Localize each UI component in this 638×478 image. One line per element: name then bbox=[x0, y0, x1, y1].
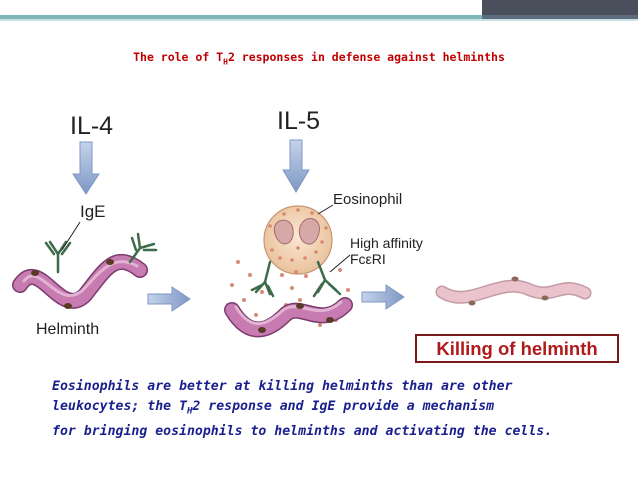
caption-line-3: for bringing eosinophils to helminths an… bbox=[52, 423, 553, 439]
eosinophil-cell bbox=[263, 205, 333, 275]
il5-label: IL-5 bbox=[277, 107, 321, 135]
eosinophil-pointer-line bbox=[317, 204, 334, 215]
caption: Eosinophils are better at killing helmin… bbox=[52, 377, 612, 442]
right-arrow-1 bbox=[147, 286, 191, 312]
il4-label: IL-4 bbox=[70, 112, 114, 140]
slide-title: The role of TH2 responses in defense aga… bbox=[133, 50, 505, 67]
receptor-label: FcεRI bbox=[350, 251, 386, 267]
header-bar bbox=[0, 0, 638, 21]
dead-helminth bbox=[435, 276, 592, 306]
caption-line-1: Eosinophils are better at killing helmin… bbox=[52, 379, 513, 394]
il4-down-arrow bbox=[72, 141, 100, 195]
killing-of-helminth-box: Killing of helminth bbox=[415, 334, 619, 363]
ige-antibody-1 bbox=[44, 240, 72, 274]
receptor-pointer-line bbox=[329, 254, 351, 273]
il5-down-arrow bbox=[282, 139, 310, 193]
ige-antibody-2 bbox=[128, 232, 158, 264]
helminth-label: Helminth bbox=[36, 321, 100, 338]
helminth-worm-2 bbox=[224, 297, 353, 338]
ige-bridge-right bbox=[312, 260, 342, 298]
right-arrow-2 bbox=[361, 284, 405, 310]
caption-line-2: leukocytes; the TH2 response and IgE pro… bbox=[52, 399, 495, 417]
eosinophil-label: Eosinophil bbox=[333, 191, 403, 208]
ige-pointer-line bbox=[61, 221, 81, 251]
ige-bridge-left bbox=[250, 260, 275, 298]
ige-label: IgE bbox=[80, 202, 106, 221]
helminth-worm-1 bbox=[12, 253, 148, 309]
high-affinity-label: High affinity bbox=[350, 235, 423, 251]
